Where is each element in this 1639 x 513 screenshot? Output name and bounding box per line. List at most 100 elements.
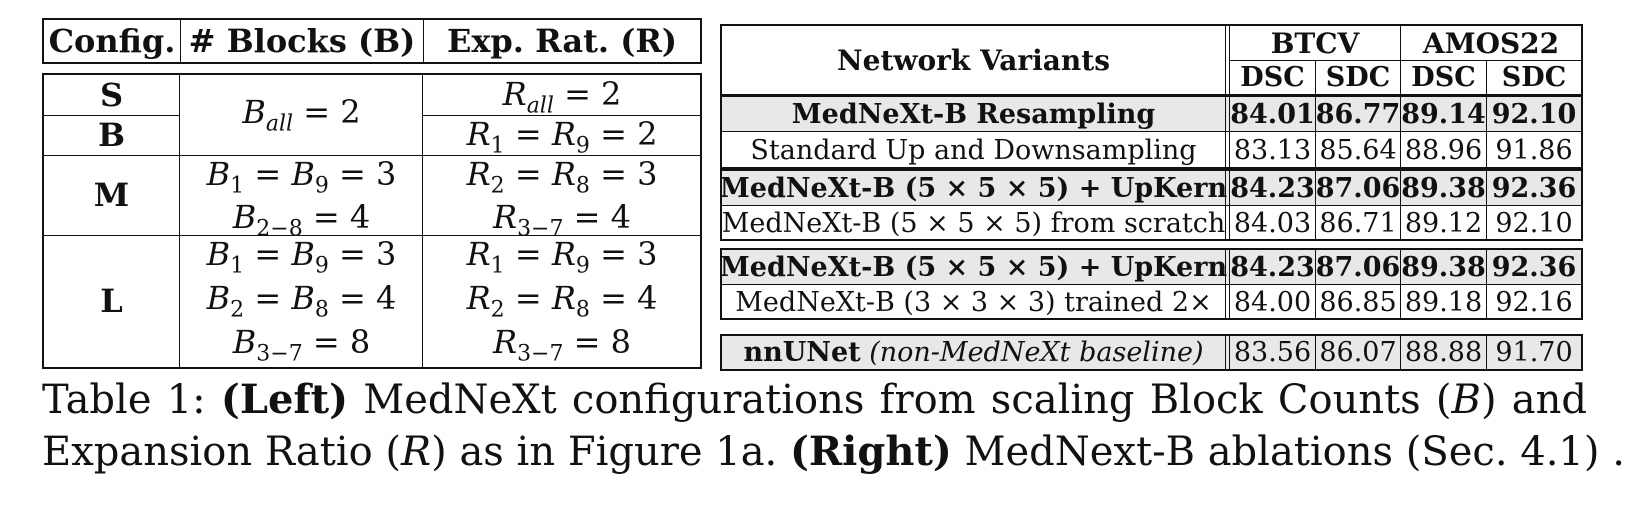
cell-amos-dsc: 89.14 <box>1401 98 1486 130</box>
ratio-b-formula: R1 = R9 = 2 <box>466 115 658 159</box>
left-row-divider-b <box>44 155 700 156</box>
header-network-variants: Network Variants <box>837 43 1110 77</box>
left-row-divider-m <box>44 235 700 236</box>
table-row: MedNeXt-B Resampling 84.01 86.77 89.14 9… <box>722 97 1581 132</box>
config-l: L <box>100 282 123 320</box>
cell-btcv-dsc: 84.23 <box>1230 251 1315 283</box>
col-divider <box>1400 171 1401 239</box>
col-divider <box>1486 171 1487 239</box>
cell-btcv-sdc: 87.06 <box>1315 172 1401 204</box>
ratio-l-line-2: R2 = R8 = 4 <box>466 279 658 323</box>
cell-btcv-sdc: 87.06 <box>1315 251 1401 283</box>
cell-amos-dsc: 89.38 <box>1401 172 1486 204</box>
col-divider <box>1400 97 1401 167</box>
ratio-b: R1 = R9 = 2 <box>424 115 700 159</box>
col-divider <box>1486 336 1487 369</box>
cell-amos-sdc: 91.86 <box>1495 134 1573 166</box>
cell-btcv-sdc: 86.77 <box>1315 98 1401 130</box>
ratio-l-line-1: R1 = R9 = 3 <box>466 235 658 279</box>
left-col-divider-1 <box>179 75 180 367</box>
cell-btcv-sdc: 86.71 <box>1319 207 1397 239</box>
cell-amos-dsc: 88.88 <box>1404 337 1483 368</box>
left-row-divider-s-r <box>422 115 700 116</box>
cell-amos-dsc: 88.96 <box>1404 134 1483 166</box>
col-divider <box>1400 250 1401 318</box>
table-row: MedNeXt-B (5 × 5 × 5) + UpKern 84.23 87.… <box>722 250 1581 285</box>
blocks-l-line-2: B2 = B8 = 4 <box>206 279 397 323</box>
col-divider <box>1400 336 1401 369</box>
header-amos22: AMOS22 <box>1422 26 1560 60</box>
col-divider <box>1486 250 1487 318</box>
table-row: Standard Up and Downsampling 83.13 85.64… <box>722 133 1581 167</box>
cell-btcv-dsc: 84.03 <box>1233 207 1312 239</box>
table-row: MedNeXt-B (5 × 5 × 5) + UpKern 84.23 87.… <box>722 171 1581 206</box>
ablation-block-resampling: MedNeXt-B Resampling 84.01 86.77 89.14 9… <box>720 95 1583 169</box>
ratio-m: R2 = R8 = 3 R3−7 = 4 <box>424 155 700 242</box>
cell-btcv-sdc: 86.85 <box>1319 286 1397 318</box>
header-config: Config. <box>44 20 181 62</box>
blocks-l: B1 = B9 = 3 B2 = B8 = 4 B3−7 = 8 <box>181 235 422 367</box>
ablation-block-baseline: nnUNet (non-MedNeXt baseline) 83.56 86.0… <box>720 334 1583 371</box>
cell-amos-dsc: 89.18 <box>1404 286 1483 318</box>
row-name: MedNeXt-B (5 × 5 × 5) + UpKern <box>720 251 1228 283</box>
config-m: M <box>93 176 130 214</box>
cell-amos-sdc: 92.10 <box>1495 207 1573 239</box>
ratio-l-line-3: R3−7 = 8 <box>492 323 632 367</box>
blocks-l-line-1: B1 = B9 = 3 <box>206 235 397 279</box>
cell-btcv-sdc: 86.07 <box>1319 337 1397 368</box>
col-double-divider <box>1225 97 1230 167</box>
cell-btcv-dsc: 83.13 <box>1233 134 1312 166</box>
blocks-m-line-1: B1 = B9 = 3 <box>206 155 397 199</box>
col-double-divider <box>1225 171 1230 239</box>
row-name: MedNeXt-B (5 × 5 × 5) + UpKern <box>720 172 1228 204</box>
ratio-m-line-1: R2 = R8 = 3 <box>466 155 658 199</box>
table-row: MedNeXt-B (3 × 3 × 3) trained 2× 84.00 8… <box>722 286 1581 318</box>
config-s: S <box>99 76 124 114</box>
blocks-s-b-formula: Ball = 2 <box>242 93 361 137</box>
row-name: nnUNet (non-MedNeXt baseline) <box>722 336 1225 369</box>
header-btcv: BTCV <box>1270 26 1360 60</box>
cell-btcv-dsc: 84.00 <box>1233 286 1312 318</box>
col-divider <box>1315 336 1316 369</box>
left-row-divider-s <box>44 115 179 116</box>
row-name: MedNeXt-B (5 × 5 × 5) from scratch <box>721 207 1226 239</box>
caption-line-2: Expansion Ratio (R) as in Figure 1a. (Ri… <box>42 428 1625 475</box>
left-table-body: S B M L Ball = 2 B1 = B9 = 3 B2−8 = 4 B1… <box>42 73 702 369</box>
ablation-block-upkern: MedNeXt-B (5 × 5 × 5) + UpKern 84.23 87.… <box>720 169 1583 241</box>
caption-line-1: Table 1: (Left) MedNeXt configurations f… <box>42 376 1587 423</box>
cell-amos-sdc: 92.10 <box>1491 98 1577 130</box>
header-amos-dsc: DSC <box>1411 62 1476 93</box>
header-metric-divider-1 <box>1315 61 1316 94</box>
cell-amos-sdc: 91.70 <box>1495 337 1573 368</box>
col-double-divider <box>1225 336 1230 369</box>
right-table-header: Network Variants BTCV AMOS22 DSC SDC DSC… <box>720 24 1583 96</box>
baseline-suffix: (non-MedNeXt baseline) <box>869 337 1204 368</box>
cell-btcv-sdc: 85.64 <box>1319 134 1397 166</box>
cell-btcv-dsc: 84.01 <box>1230 98 1315 130</box>
left-col-divider-2 <box>422 75 423 367</box>
ratio-s-formula: Rall = 2 <box>502 75 622 119</box>
header-btcv-dsc: DSC <box>1240 62 1305 93</box>
baseline-name: nnUNet <box>743 337 861 368</box>
cell-btcv-dsc: 83.56 <box>1233 337 1312 368</box>
cell-amos-sdc: 92.16 <box>1495 286 1573 318</box>
blocks-m-line-2: B2−8 = 4 <box>232 198 371 242</box>
col-double-divider <box>1225 250 1230 318</box>
left-table-header: Config. # Blocks (B) Exp. Rat. (R) <box>42 18 702 64</box>
cell-amos-sdc: 92.36 <box>1491 251 1577 283</box>
cell-amos-dsc: 89.38 <box>1401 251 1486 283</box>
row-name: MedNeXt-B (3 × 3 × 3) trained 2× <box>735 286 1212 318</box>
col-divider <box>1315 250 1316 318</box>
blocks-m: B1 = B9 = 3 B2−8 = 4 <box>181 155 422 242</box>
header-expansion-ratio: Exp. Rat. (R) <box>446 22 678 60</box>
header-metric-divider-2 <box>1486 61 1487 94</box>
row-name: MedNeXt-B Resampling <box>791 98 1156 130</box>
col-divider <box>1486 97 1487 167</box>
ratio-l: R1 = R9 = 3 R2 = R8 = 4 R3−7 = 8 <box>424 235 700 367</box>
cell-amos-sdc: 92.36 <box>1491 172 1577 204</box>
cell-amos-dsc: 89.12 <box>1404 207 1483 239</box>
table-row: nnUNet (non-MedNeXt baseline) 83.56 86.0… <box>722 336 1581 369</box>
blocks-s-b: Ball = 2 <box>181 75 422 155</box>
table-row: MedNeXt-B (5 × 5 × 5) from scratch 84.03… <box>722 207 1581 239</box>
cell-btcv-dsc: 84.23 <box>1230 172 1315 204</box>
